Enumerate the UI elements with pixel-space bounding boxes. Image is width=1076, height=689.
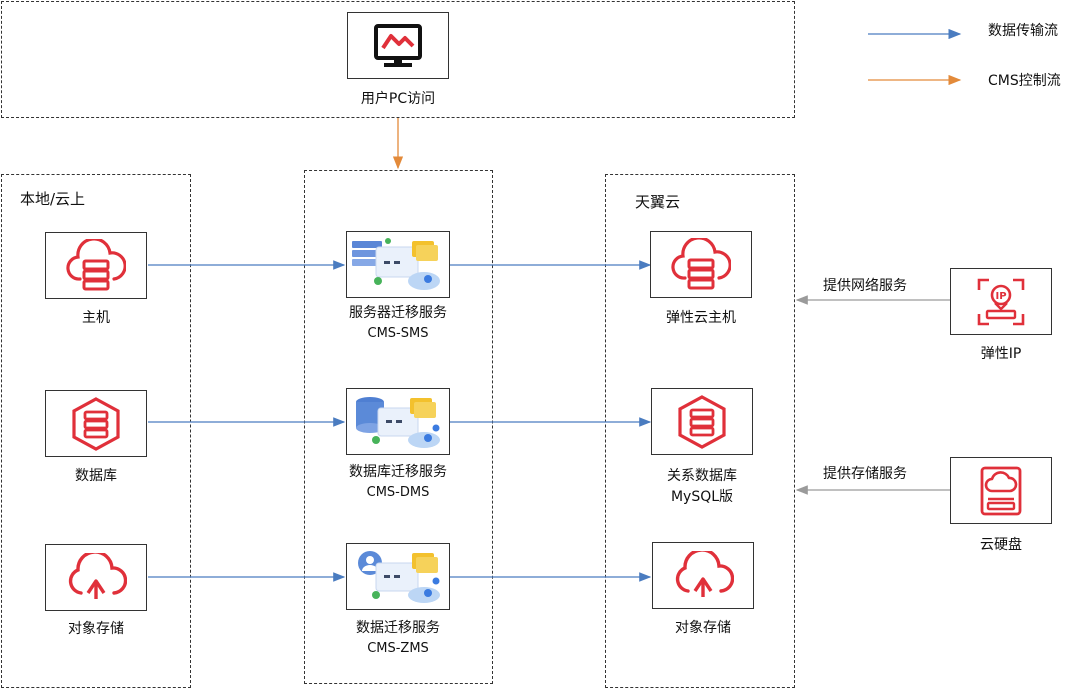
disk-label: 云硬盘	[980, 537, 1022, 553]
local-frame	[1, 174, 191, 688]
svg-text:IP: IP	[995, 291, 1006, 302]
cloud-server-icon	[671, 237, 731, 289]
local-obj-box	[45, 544, 147, 611]
user-pc-box	[347, 12, 449, 79]
legend-control-label: CMS控制流	[988, 73, 1061, 89]
legend-data-label: 数据传输流	[988, 23, 1058, 39]
migration-frame	[304, 170, 493, 684]
cloud-upload-icon	[68, 552, 127, 599]
cloud-obj-box	[652, 542, 754, 609]
cloud-disk-icon	[980, 466, 1022, 515]
dms-name-label: 数据库迁移服务	[349, 464, 447, 480]
sms-box	[346, 231, 450, 298]
sms-code-label: CMS-SMS	[367, 326, 429, 341]
zms-box	[346, 543, 450, 610]
cloud-obj-label: 对象存储	[675, 620, 731, 636]
dms-box	[346, 388, 450, 455]
data-migration-icon	[358, 550, 440, 603]
local-host-box	[45, 232, 147, 299]
zms-code-label: CMS-ZMS	[367, 641, 429, 656]
ip-icon: IP	[977, 278, 1025, 325]
database-hex-icon	[678, 394, 726, 449]
database-hex-icon	[72, 396, 120, 451]
cloud-upload-icon	[675, 550, 734, 597]
server-migration-icon	[352, 237, 440, 290]
rds-label-line1: 关系数据库	[667, 468, 737, 484]
rds-label-line2: MySQL版	[670, 489, 734, 505]
sms-name-label: 服务器迁移服务	[349, 305, 447, 321]
database-migration-icon	[356, 396, 440, 448]
eip-box: IP	[950, 268, 1052, 335]
zms-name-label: 数据迁移服务	[356, 620, 440, 636]
local-db-label: 数据库	[75, 468, 117, 484]
eip-label: 弹性IP	[980, 346, 1022, 362]
local-db-box	[45, 390, 147, 457]
user-pc-frame	[1, 1, 795, 118]
ecs-box	[650, 231, 752, 298]
rds-box	[651, 388, 753, 455]
local-group-title: 本地/云上	[20, 190, 86, 208]
cloud-group-title: 天翼云	[635, 193, 681, 211]
cloud-frame	[605, 174, 795, 688]
monitor-icon	[374, 23, 422, 67]
disk-service-label: 提供存储服务	[823, 466, 907, 482]
cloud-server-icon	[66, 238, 126, 290]
user-pc-label: 用户PC访问	[360, 91, 436, 107]
eip-service-label: 提供网络服务	[823, 278, 907, 294]
dms-code-label: CMS-DMS	[366, 485, 430, 500]
ecs-label: 弹性云主机	[666, 310, 736, 326]
local-host-label: 主机	[82, 310, 110, 326]
disk-box	[950, 457, 1052, 524]
local-obj-label: 对象存储	[68, 621, 124, 637]
